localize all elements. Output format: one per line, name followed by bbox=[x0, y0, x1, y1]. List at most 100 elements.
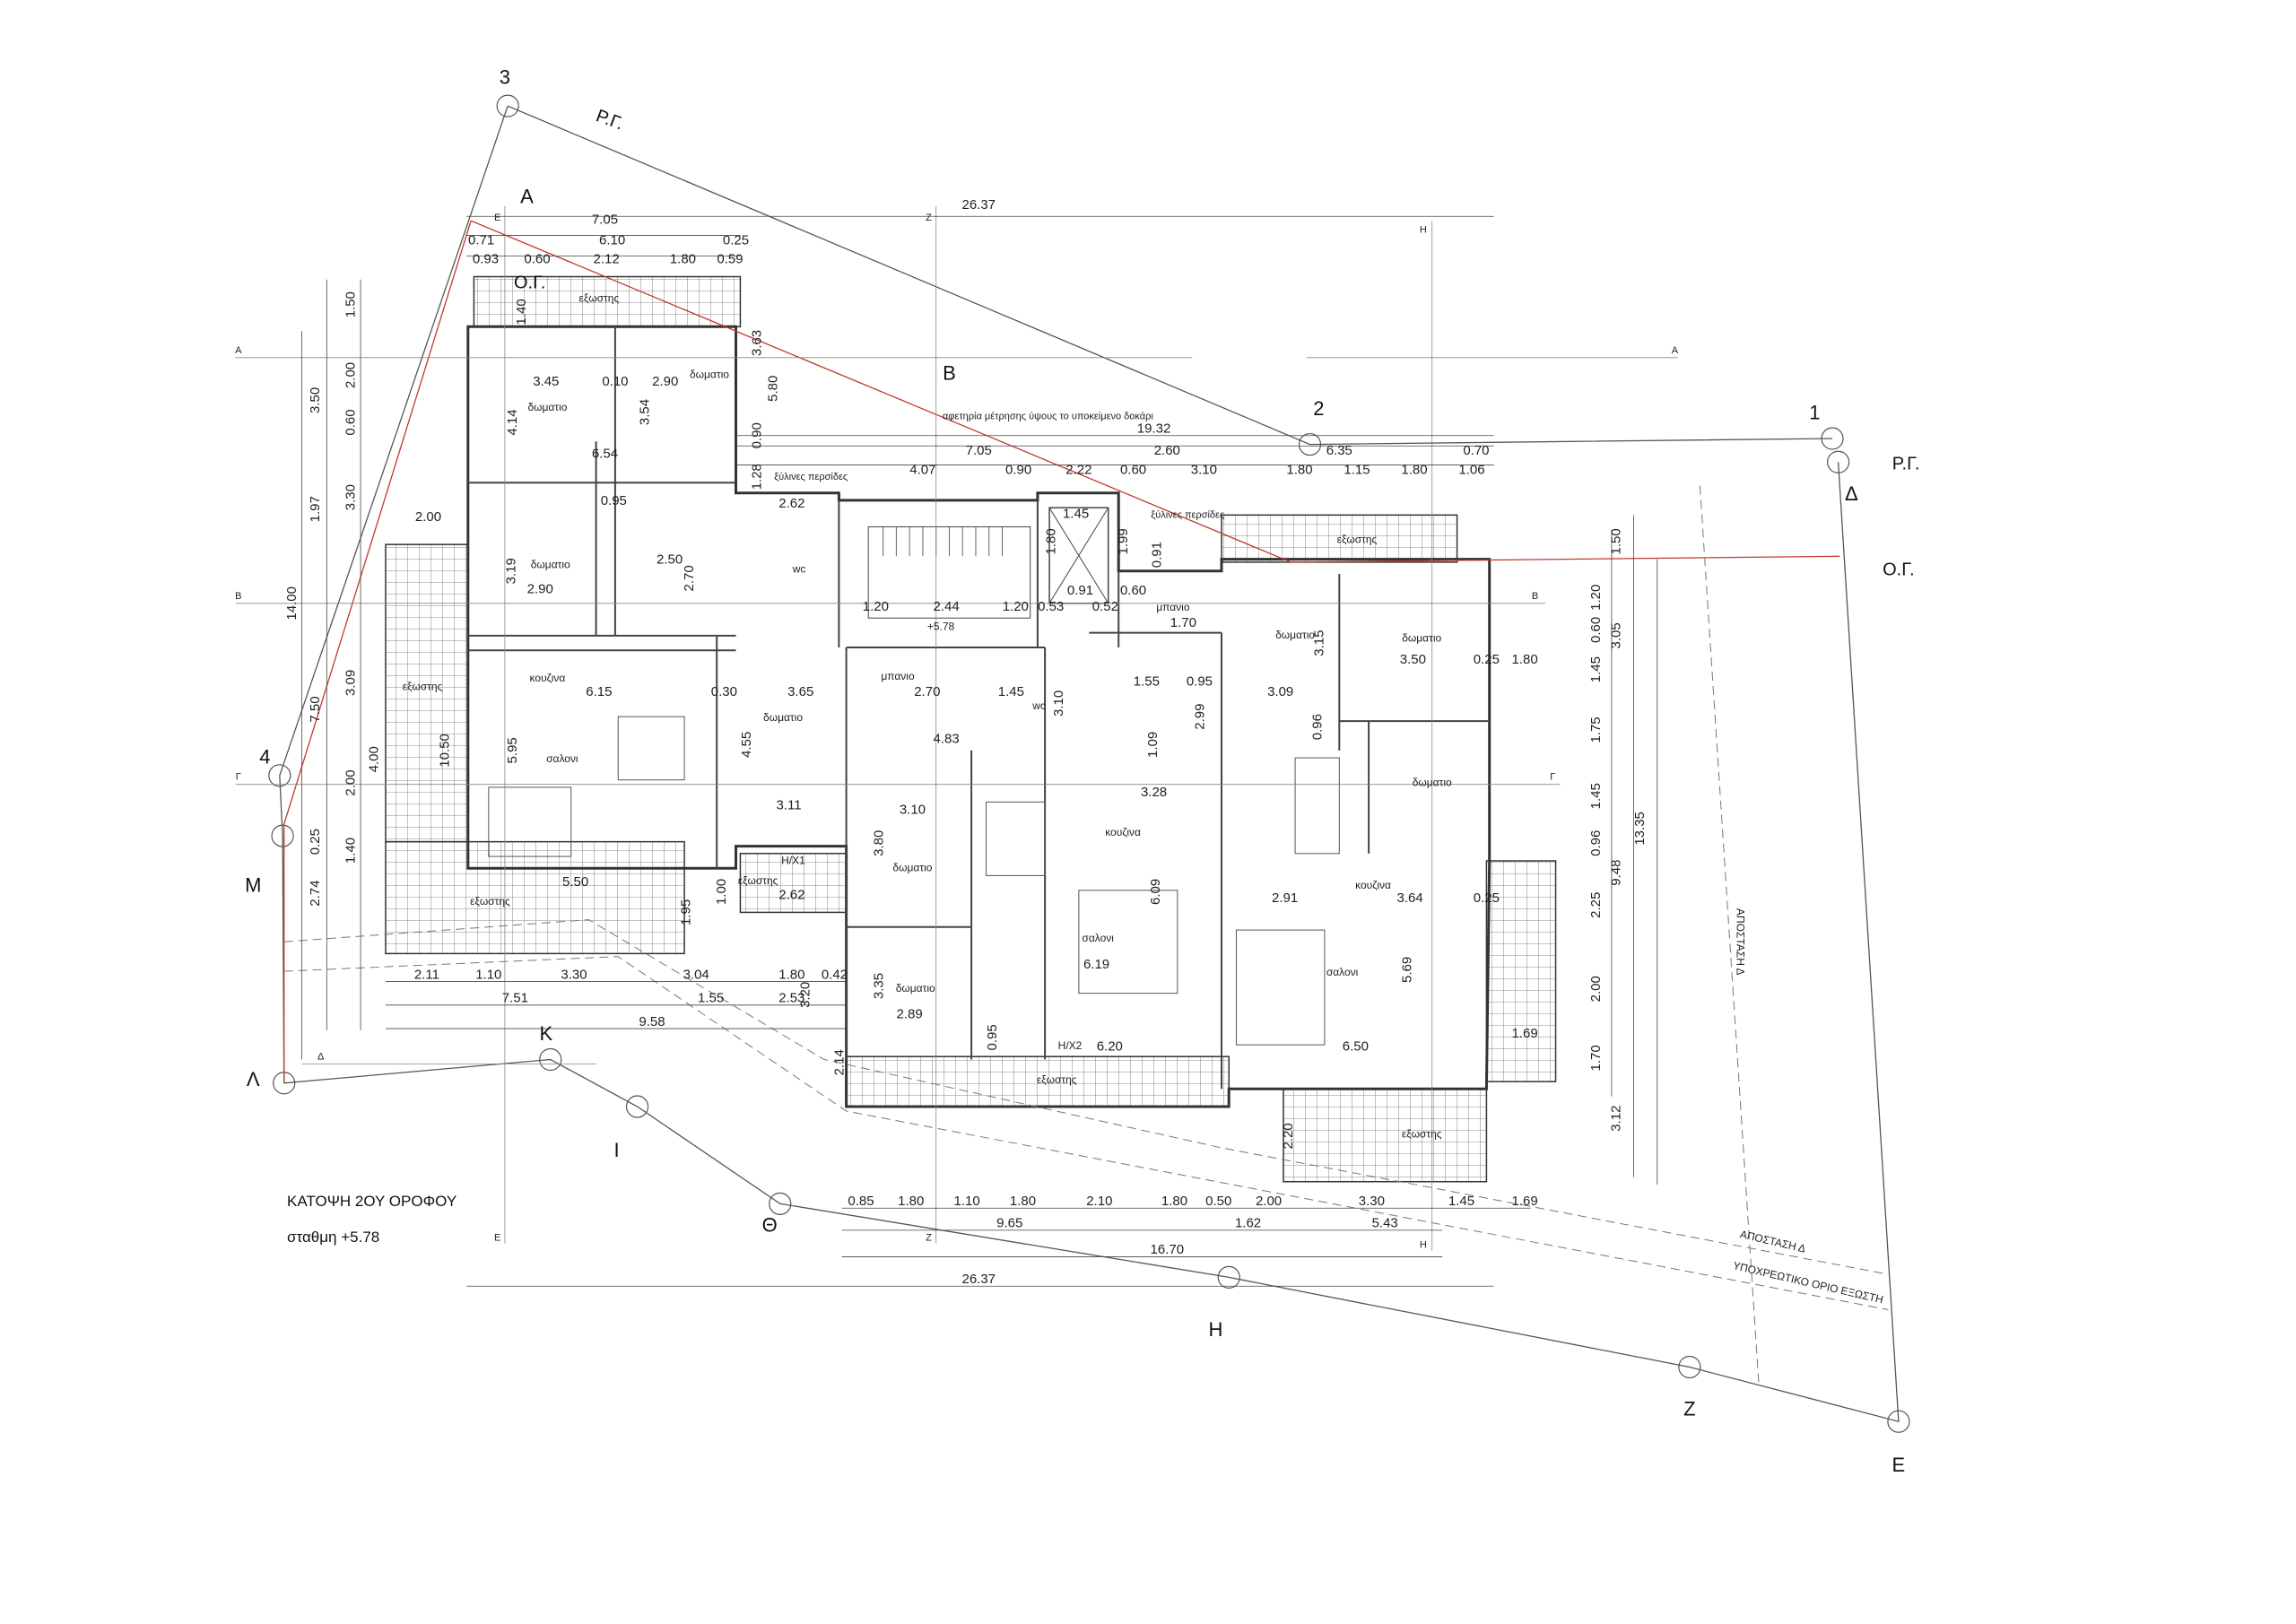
dimension-value: 5.43 bbox=[1372, 1216, 1398, 1231]
reference-line-label: Ρ.Γ. bbox=[1892, 454, 1920, 473]
dimension-value: 2.20 bbox=[1281, 1123, 1296, 1149]
reference-line-label: Ο.Γ. bbox=[514, 274, 546, 293]
furniture bbox=[985, 801, 1046, 876]
dimension-value: 3.50 bbox=[1400, 652, 1426, 667]
boundary-point-marker bbox=[1298, 432, 1322, 456]
section-mark: Ζ bbox=[926, 1232, 932, 1243]
room-label: wc bbox=[792, 562, 806, 575]
dimension-value: 2.62 bbox=[778, 888, 804, 903]
boundary-point-marker bbox=[1678, 1355, 1701, 1379]
dimension-value: 7.05 bbox=[592, 212, 618, 227]
boundary-point-marker bbox=[1217, 1265, 1240, 1289]
dimension-value: 1.70 bbox=[1588, 1045, 1604, 1071]
furniture bbox=[1294, 757, 1340, 855]
room-label: δωματιο bbox=[1402, 631, 1441, 644]
dimension-value: 1.45 bbox=[1588, 783, 1604, 809]
dimension-value: 6.20 bbox=[1097, 1039, 1123, 1055]
dimension-value: 0.91 bbox=[1150, 542, 1165, 568]
boundary-point-label: Λ bbox=[247, 1068, 260, 1090]
dimension-value: 2.99 bbox=[1192, 704, 1207, 730]
boundary-point-marker bbox=[1827, 450, 1850, 473]
room-label: εξωστης bbox=[403, 681, 443, 693]
dimension-value: 3.35 bbox=[872, 973, 887, 999]
dimension-value: 1.40 bbox=[514, 299, 529, 325]
dimension-value: 1.20 bbox=[1588, 585, 1604, 611]
dimension-value: 0.25 bbox=[1474, 652, 1500, 667]
dimension-value: 6.15 bbox=[586, 684, 612, 699]
dimension-value: 0.10 bbox=[602, 374, 628, 389]
dimension-value: 3.10 bbox=[1051, 690, 1066, 716]
dimension-value: 5.80 bbox=[765, 376, 780, 402]
dimension-value: 1.80 bbox=[1286, 462, 1312, 477]
dimension-value: 0.90 bbox=[1005, 462, 1031, 477]
dimension-value: 0.60 bbox=[1120, 583, 1146, 598]
dimension-value: 3.80 bbox=[872, 830, 887, 856]
boundary-point-marker bbox=[1821, 427, 1844, 450]
dimension-value: 2.00 bbox=[343, 362, 358, 388]
room-label: εξωστης bbox=[579, 291, 620, 304]
dimension-value: 3.09 bbox=[1267, 684, 1293, 699]
reference-line-label: Ρ.Γ. bbox=[594, 106, 626, 134]
room-label: μπανιο bbox=[1156, 601, 1190, 613]
dimension-value: 1.10 bbox=[475, 967, 501, 982]
dimension-value: 1.70 bbox=[1170, 615, 1196, 630]
dimension-value: 0.60 bbox=[1120, 462, 1146, 477]
dimension-value: 1.99 bbox=[1116, 528, 1131, 554]
dimension-value: 2.44 bbox=[934, 599, 960, 614]
dimension-value: 6.35 bbox=[1326, 443, 1352, 458]
room-label: δωματιο bbox=[763, 711, 803, 724]
property-boundary bbox=[279, 105, 1900, 1423]
dimension-value: 3.12 bbox=[1609, 1106, 1624, 1132]
dimension-value: 2.90 bbox=[527, 581, 553, 596]
dimension-value: 2.00 bbox=[415, 509, 441, 525]
dimension-value: 1.80 bbox=[1010, 1194, 1036, 1209]
dimension-value: 2.00 bbox=[1588, 976, 1604, 1002]
dimension-value: 1.20 bbox=[1003, 599, 1029, 614]
dimension-value: 0.91 bbox=[1067, 583, 1093, 598]
room-label: εξωστης bbox=[738, 874, 778, 887]
furniture bbox=[1235, 929, 1326, 1046]
dimension-value: 1.45 bbox=[998, 684, 1024, 699]
dimension-value: 2.00 bbox=[343, 769, 358, 795]
dimension-value: 1.45 bbox=[1448, 1194, 1474, 1209]
balcony-area bbox=[739, 853, 848, 914]
boundary-point-marker bbox=[268, 764, 291, 787]
dimension-value: 1.80 bbox=[1044, 528, 1059, 554]
dimension-value: 1.95 bbox=[679, 899, 694, 925]
dimension-value: 7.51 bbox=[502, 991, 528, 1006]
dimension-value: 1.50 bbox=[1609, 528, 1624, 554]
boundary-point-label: Ι bbox=[614, 1139, 620, 1161]
room-label: εξωστης bbox=[470, 895, 510, 908]
dimension-value: 1.80 bbox=[1161, 1194, 1187, 1209]
section-mark: Α bbox=[1672, 345, 1679, 356]
dimension-value: 3.30 bbox=[561, 967, 587, 982]
dimension-value: 3.50 bbox=[308, 387, 323, 413]
dimension-value: 1.80 bbox=[898, 1194, 924, 1209]
room-label: δωματιο bbox=[527, 401, 567, 413]
dimension-value: 4.00 bbox=[367, 746, 382, 772]
section-mark: Γ bbox=[1550, 772, 1555, 783]
balcony-area bbox=[1283, 1088, 1488, 1183]
dimension-value: 1.45 bbox=[1063, 507, 1089, 522]
dimension-value: 0.60 bbox=[1588, 617, 1604, 643]
dimension-value: 3.10 bbox=[900, 802, 926, 817]
dimension-value: 0.90 bbox=[749, 422, 764, 448]
dimension-value: 1.97 bbox=[308, 496, 323, 522]
dimension-value: 9.48 bbox=[1609, 860, 1624, 886]
dimension-value: 6.19 bbox=[1083, 957, 1109, 972]
room-label: κουζινα bbox=[1355, 879, 1391, 891]
dimension-value: 13.35 bbox=[1632, 812, 1648, 846]
balcony-area bbox=[1221, 514, 1458, 563]
dimension-value: 0.53 bbox=[1038, 599, 1064, 614]
dimension-value: 0.60 bbox=[524, 252, 550, 267]
boundary-point-label: 3 bbox=[500, 66, 510, 89]
dimension-value: 2.25 bbox=[1588, 892, 1604, 918]
dimension-value: 3.28 bbox=[1141, 785, 1167, 800]
property-boundary bbox=[507, 105, 1833, 446]
dimension-value: 2.89 bbox=[897, 1007, 923, 1022]
dimension-value: 26.37 bbox=[961, 197, 996, 213]
boundary-point-label: Δ bbox=[1845, 482, 1858, 505]
dimension-value: 3.05 bbox=[1609, 622, 1624, 648]
dimension-value: 6.50 bbox=[1343, 1039, 1369, 1055]
